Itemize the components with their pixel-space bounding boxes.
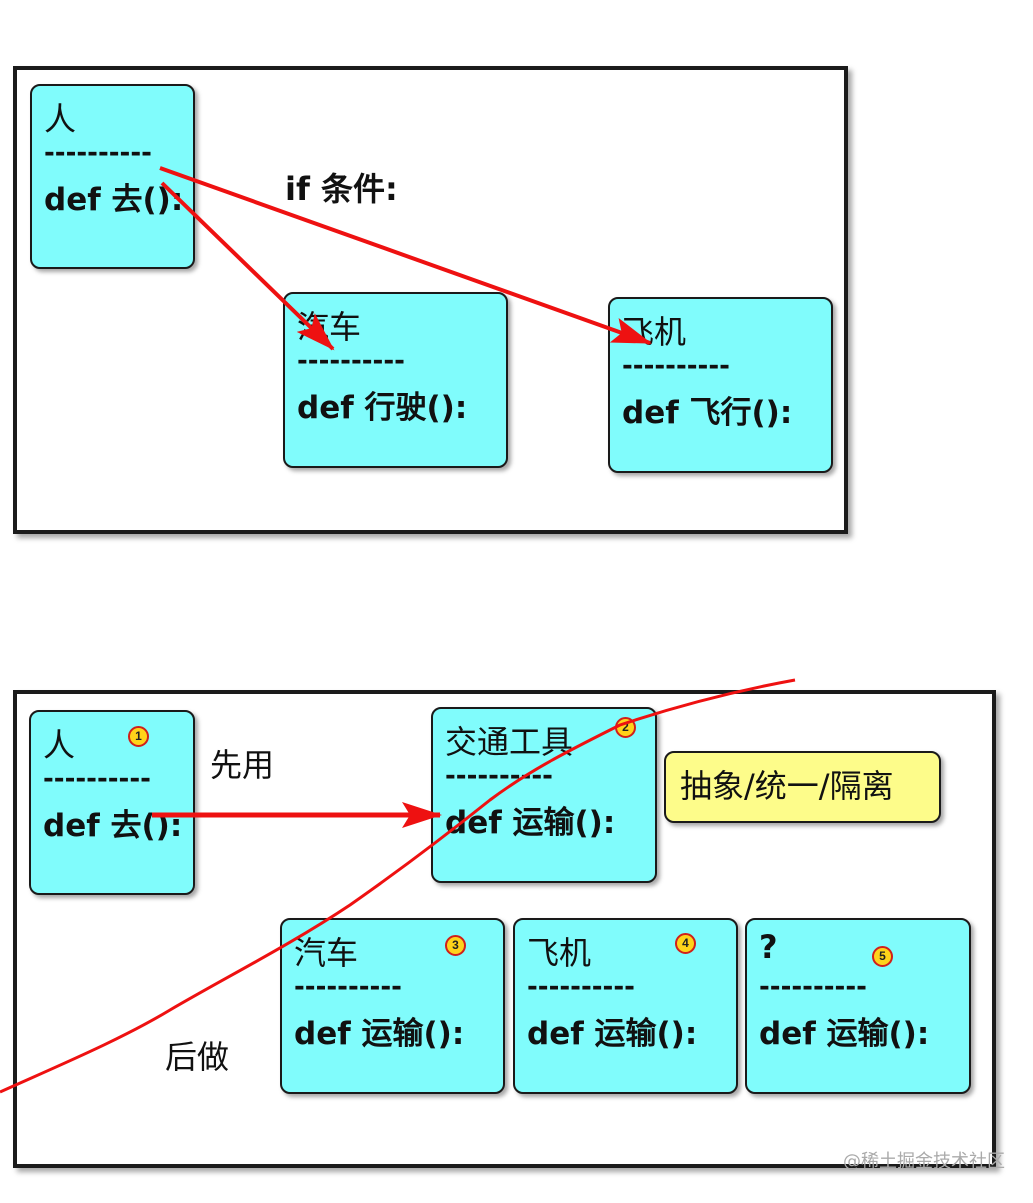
box-title: 飞机	[527, 934, 592, 972]
box-method: def 运输():	[445, 805, 616, 841]
condition-label: if 条件:	[285, 170, 398, 208]
box-title: 人	[44, 100, 77, 138]
box-title: 汽车	[294, 934, 359, 972]
box-separator: ----------	[43, 764, 151, 794]
bottom-unknown-box: ? ---------- def 运输(): 5	[745, 918, 971, 1094]
arrow-person-to-car	[160, 181, 335, 351]
box-method: def 行驶():	[297, 390, 468, 426]
step-badge: 4	[675, 933, 696, 954]
top-car-box: 汽车 ---------- def 行驶():	[283, 292, 508, 468]
box-separator: ----------	[44, 138, 152, 168]
box-method: def 飞行():	[622, 395, 793, 431]
top-person-box: 人 ---------- def 去():	[30, 84, 195, 269]
bottom-plane-box: 飞机 ---------- def 运输(): 4	[513, 918, 738, 1094]
abstraction-callout: 抽象/统一/隔离	[664, 751, 941, 823]
bottom-car-box: 汽车 ---------- def 运输(): 3	[280, 918, 505, 1094]
box-separator: ----------	[759, 972, 867, 1002]
do-later-label: 后做	[165, 1038, 230, 1076]
arrow-person-to-plane	[159, 166, 652, 345]
box-method: def 运输():	[294, 1016, 465, 1052]
box-title: 人	[43, 726, 76, 764]
box-method: def 运输():	[759, 1016, 930, 1052]
box-separator: ----------	[527, 972, 635, 1002]
box-separator: ----------	[294, 972, 402, 1002]
box-title: ?	[759, 928, 778, 966]
box-separator: ----------	[297, 346, 405, 376]
watermark: @稀土掘金技术社区	[843, 1151, 1005, 1172]
box-title: 交通工具	[445, 723, 574, 761]
vehicle-box: 交通工具 ---------- def 运输(): 2	[431, 707, 657, 883]
box-method: def 去():	[44, 182, 184, 218]
divider-line	[0, 678, 796, 1094]
use-first-label: 先用	[210, 746, 275, 784]
box-separator: ----------	[622, 351, 730, 381]
step-badge: 5	[872, 946, 893, 967]
step-badge: 3	[445, 935, 466, 956]
box-method: def 运输():	[527, 1016, 698, 1052]
step-badge: 1	[128, 726, 149, 747]
box-separator: ----------	[445, 761, 553, 791]
